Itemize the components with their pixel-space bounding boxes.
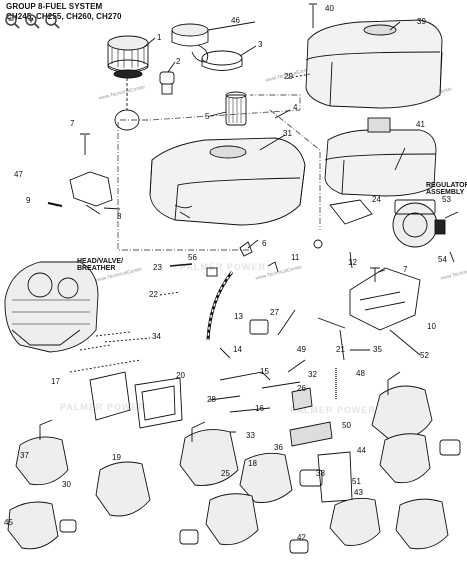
callout-25: 25 <box>221 469 230 478</box>
callout-14: 14 <box>233 345 242 354</box>
callout-4: 4 <box>293 103 298 112</box>
callout-23: 23 <box>153 263 162 272</box>
callout-39: 39 <box>417 17 426 26</box>
reset-zoom-icon[interactable] <box>44 13 60 29</box>
callout-21: 21 <box>336 345 345 354</box>
callout-41: 41 <box>416 120 425 129</box>
callout-33: 33 <box>246 431 255 440</box>
callout-42: 42 <box>297 533 306 542</box>
callout-45: 45 <box>4 518 13 527</box>
callout-13: 13 <box>234 312 243 321</box>
section-title: GROUP 8-FUEL SYSTEM <box>6 2 103 11</box>
callout-38: 38 <box>316 469 325 478</box>
callout-53: 53 <box>442 195 451 204</box>
callout-27: 27 <box>270 308 279 317</box>
callout-37: 37 <box>20 451 29 460</box>
callout-10: 10 <box>427 322 436 331</box>
callout-32: 32 <box>308 370 317 379</box>
callout-56: 56 <box>188 253 197 262</box>
callout-50: 50 <box>342 421 351 430</box>
callout-51: 51 <box>352 477 361 486</box>
callout-43: 43 <box>354 488 363 497</box>
callout-34: 34 <box>152 332 161 341</box>
callout-8: 8 <box>117 212 122 221</box>
callout-44: 44 <box>357 446 366 455</box>
watermark: PALMER POWER <box>180 262 266 272</box>
regulator-assembly-label: REGULATOR ASSEMBLY <box>426 182 467 197</box>
callout-28: 28 <box>207 395 216 404</box>
callout-17: 17 <box>51 377 60 386</box>
callout-15: 15 <box>260 367 269 376</box>
callout-35: 35 <box>373 345 382 354</box>
callout-31: 31 <box>283 129 292 138</box>
callout-3: 3 <box>258 40 263 49</box>
callout-29: 29 <box>284 72 293 81</box>
callout-49: 49 <box>297 345 306 354</box>
watermark: PALMER POWER <box>60 402 146 412</box>
model-list: CH245, CH255, CH260, CH270 <box>6 12 122 21</box>
callout-2: 2 <box>176 57 181 66</box>
callout-16: 16 <box>255 404 264 413</box>
callout-18: 18 <box>248 459 257 468</box>
callout-40: 40 <box>325 4 334 13</box>
callout-19: 19 <box>112 453 121 462</box>
callout-48: 48 <box>356 369 365 378</box>
callout-26: 26 <box>297 384 306 393</box>
zoom-in-icon[interactable] <box>24 13 40 29</box>
callout-47: 47 <box>14 170 23 179</box>
callout-5: 5 <box>205 112 210 121</box>
callout-12: 12 <box>348 258 357 267</box>
callout-6: 6 <box>262 239 267 248</box>
callout-52: 52 <box>420 351 429 360</box>
callout-30: 30 <box>62 480 71 489</box>
callout-24: 24 <box>372 195 381 204</box>
callout-36: 36 <box>274 443 283 452</box>
callout-7: 7 <box>403 265 408 274</box>
callout-9: 9 <box>26 196 31 205</box>
callout-11: 11 <box>291 253 300 262</box>
callout-46: 46 <box>231 16 240 25</box>
head-valve-breather-label: HEAD/VALVE/ BREATHER <box>77 258 124 273</box>
callout-22: 22 <box>149 290 158 299</box>
callout-1: 1 <box>157 33 162 42</box>
watermark: PALMER POWER <box>290 405 376 415</box>
callout-7: 7 <box>70 119 75 128</box>
zoom-out-icon[interactable] <box>4 13 20 29</box>
callout-20: 20 <box>176 371 185 380</box>
callout-54: 54 <box>438 255 447 264</box>
